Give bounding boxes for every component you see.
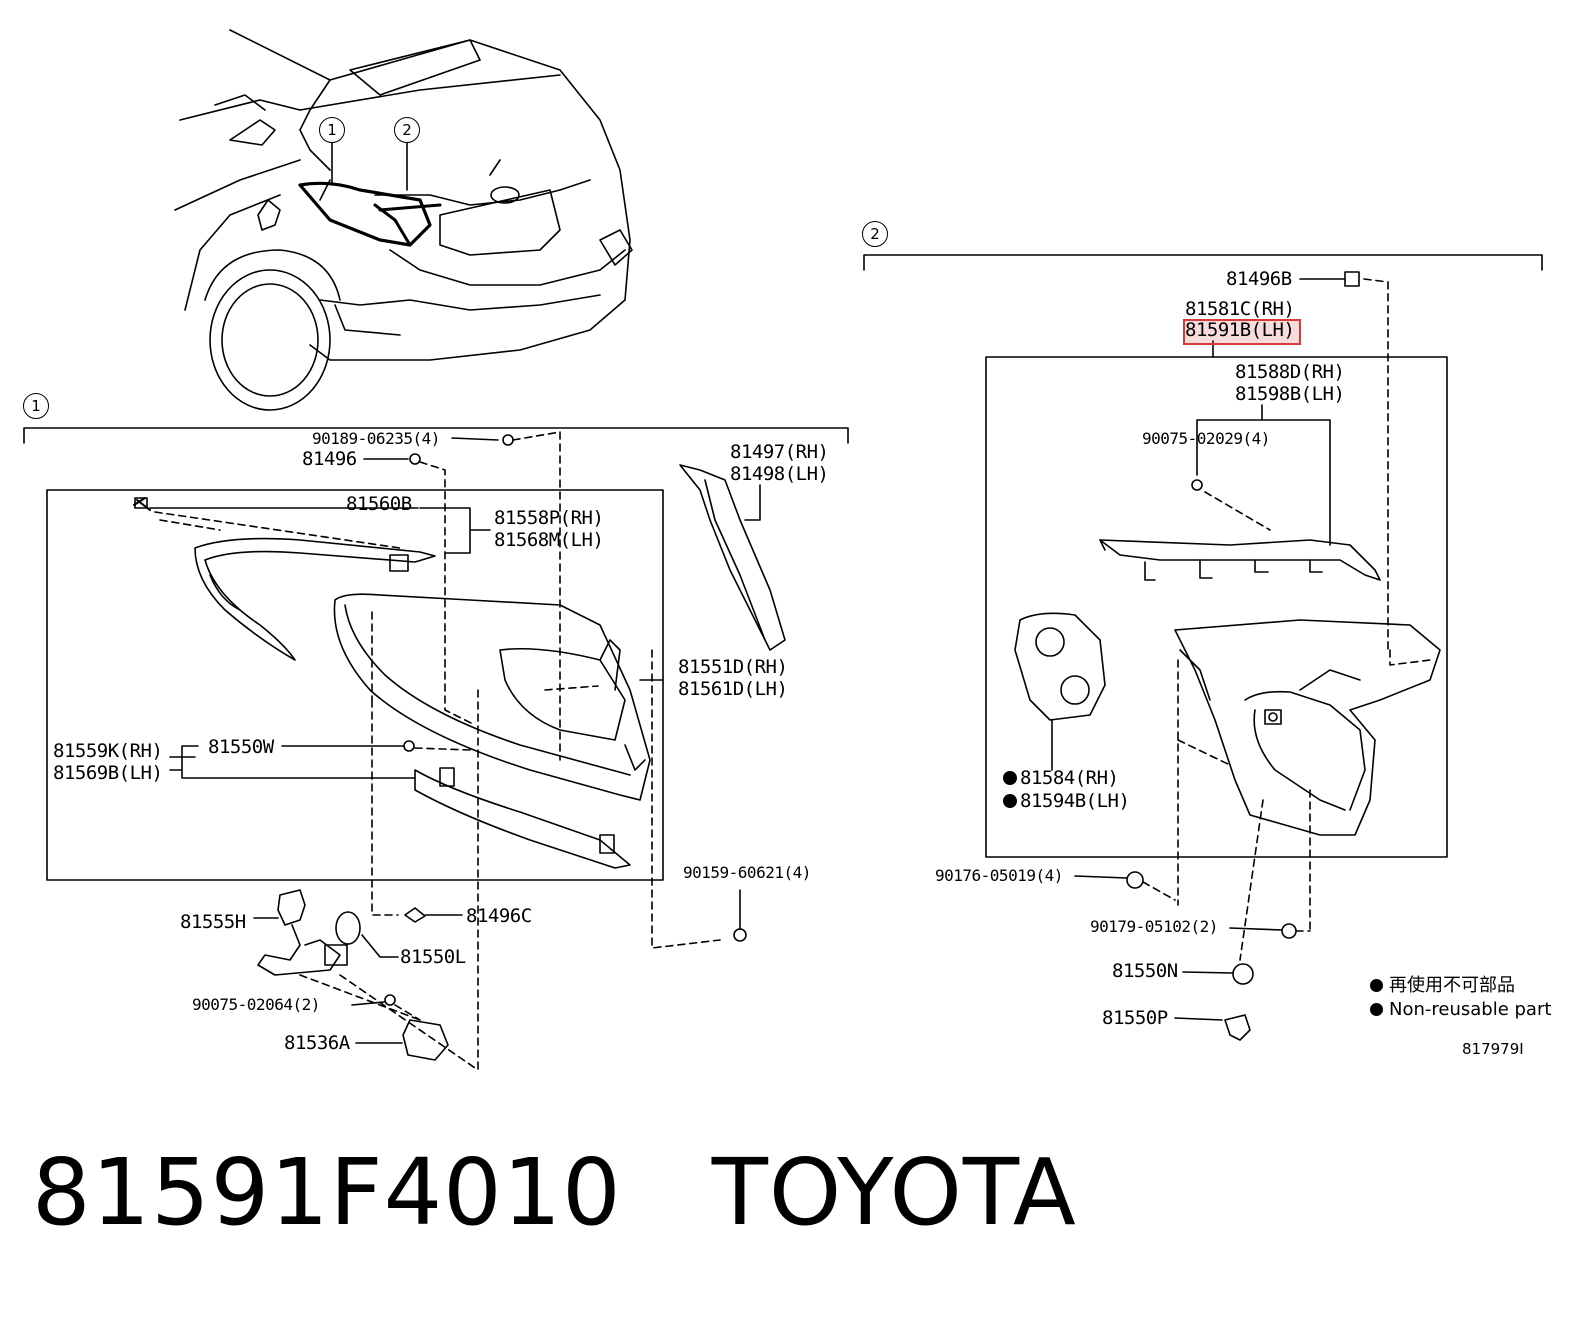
label-81591B-highlighted[interactable]: 81591B(LH): [1185, 319, 1295, 341]
legend-english: Non-reusable part: [1370, 999, 1551, 1021]
inner-lamp: [1174, 619, 1441, 836]
group1-callout: 1: [23, 393, 49, 419]
bullet-icon: [1370, 1003, 1383, 1016]
label-81581C[interactable]: 81581C(RH): [1185, 298, 1295, 320]
label-81561D[interactable]: 81561D(LH): [678, 678, 788, 700]
label-81550W[interactable]: 81550W: [208, 736, 274, 758]
brand-name: TOYOTA: [711, 1139, 1077, 1246]
part-number: 81591F4010: [32, 1139, 622, 1246]
highlighted-part-box: [1183, 319, 1301, 345]
label-90189-06235[interactable]: 90189-06235(4): [312, 429, 440, 448]
inner-reflector-strip: [1099, 539, 1381, 581]
callout-2-marker: 2: [394, 117, 420, 143]
label-90075-02064[interactable]: 90075-02064(2): [192, 995, 320, 1014]
label-81498[interactable]: 81498(LH): [730, 463, 829, 485]
non-reusable-dot-icon: [1003, 794, 1017, 808]
vehicle-rear-illustration: [174, 29, 633, 411]
group2-box: [985, 356, 1448, 858]
upper-garnish: [194, 537, 436, 661]
label-90159-60621[interactable]: 90159-60621(4): [683, 863, 811, 882]
label-81496C[interactable]: 81496C: [466, 905, 532, 927]
label-81555H[interactable]: 81555H: [180, 911, 246, 933]
label-81497[interactable]: 81497(RH): [730, 441, 829, 463]
label-81569B[interactable]: 81569B(LH): [53, 762, 163, 784]
label-81559K[interactable]: 81559K(RH): [53, 740, 163, 762]
callout-1-marker: 1: [319, 117, 345, 143]
rear-combination-lamp: [333, 593, 651, 801]
part-caption: 81591F4010 TOYOTA: [32, 1138, 1077, 1248]
legend-japanese: 再使用不可部品: [1370, 975, 1515, 997]
label-81551D[interactable]: 81551D(RH): [678, 656, 788, 678]
lower-garnish: [414, 769, 631, 869]
socket-assembly: [253, 889, 479, 1071]
label-81588D[interactable]: 81588D(RH): [1235, 361, 1345, 383]
label-81550L[interactable]: 81550L: [400, 946, 466, 968]
illustration-number: 817979I: [1462, 1040, 1524, 1058]
label-90075-02029[interactable]: 90075-02029(4): [1142, 429, 1270, 448]
side-reflector: [679, 464, 786, 651]
label-81536A[interactable]: 81536A: [284, 1032, 350, 1054]
non-reusable-dot-icon: [1003, 771, 1017, 785]
label-81496[interactable]: 81496: [302, 448, 357, 470]
label-90179-05102[interactable]: 90179-05102(2): [1090, 917, 1218, 936]
label-81594B[interactable]: 81594B(LH): [1003, 790, 1130, 812]
group1-fasteners: [133, 431, 561, 761]
label-90176-05019[interactable]: 90176-05019(4): [935, 866, 1063, 885]
label-81558P[interactable]: 81558P(RH): [494, 507, 604, 529]
legend-line-1: 再使用不可部品: [1389, 975, 1515, 996]
label-81550N[interactable]: 81550N: [1112, 960, 1178, 982]
legend-line-2: Non-reusable part: [1389, 999, 1552, 1020]
group1-bracket: [23, 427, 849, 444]
bullet-icon: [1370, 979, 1383, 992]
group2-bracket: [863, 254, 1543, 271]
group1-box: [46, 489, 664, 881]
gasket: [1014, 612, 1106, 721]
label-81550P[interactable]: 81550P: [1102, 1007, 1168, 1029]
group2-callout: 2: [862, 221, 888, 247]
label-81496B[interactable]: 81496B: [1226, 268, 1292, 290]
label-81584[interactable]: 81584(RH): [1003, 767, 1119, 789]
label-81584-text: 81584(RH): [1020, 767, 1119, 789]
label-81598B[interactable]: 81598B(LH): [1235, 383, 1345, 405]
label-81568M[interactable]: 81568M(LH): [494, 529, 604, 551]
label-81594B-text: 81594B(LH): [1020, 790, 1130, 812]
label-81560B[interactable]: 81560B: [346, 493, 412, 515]
